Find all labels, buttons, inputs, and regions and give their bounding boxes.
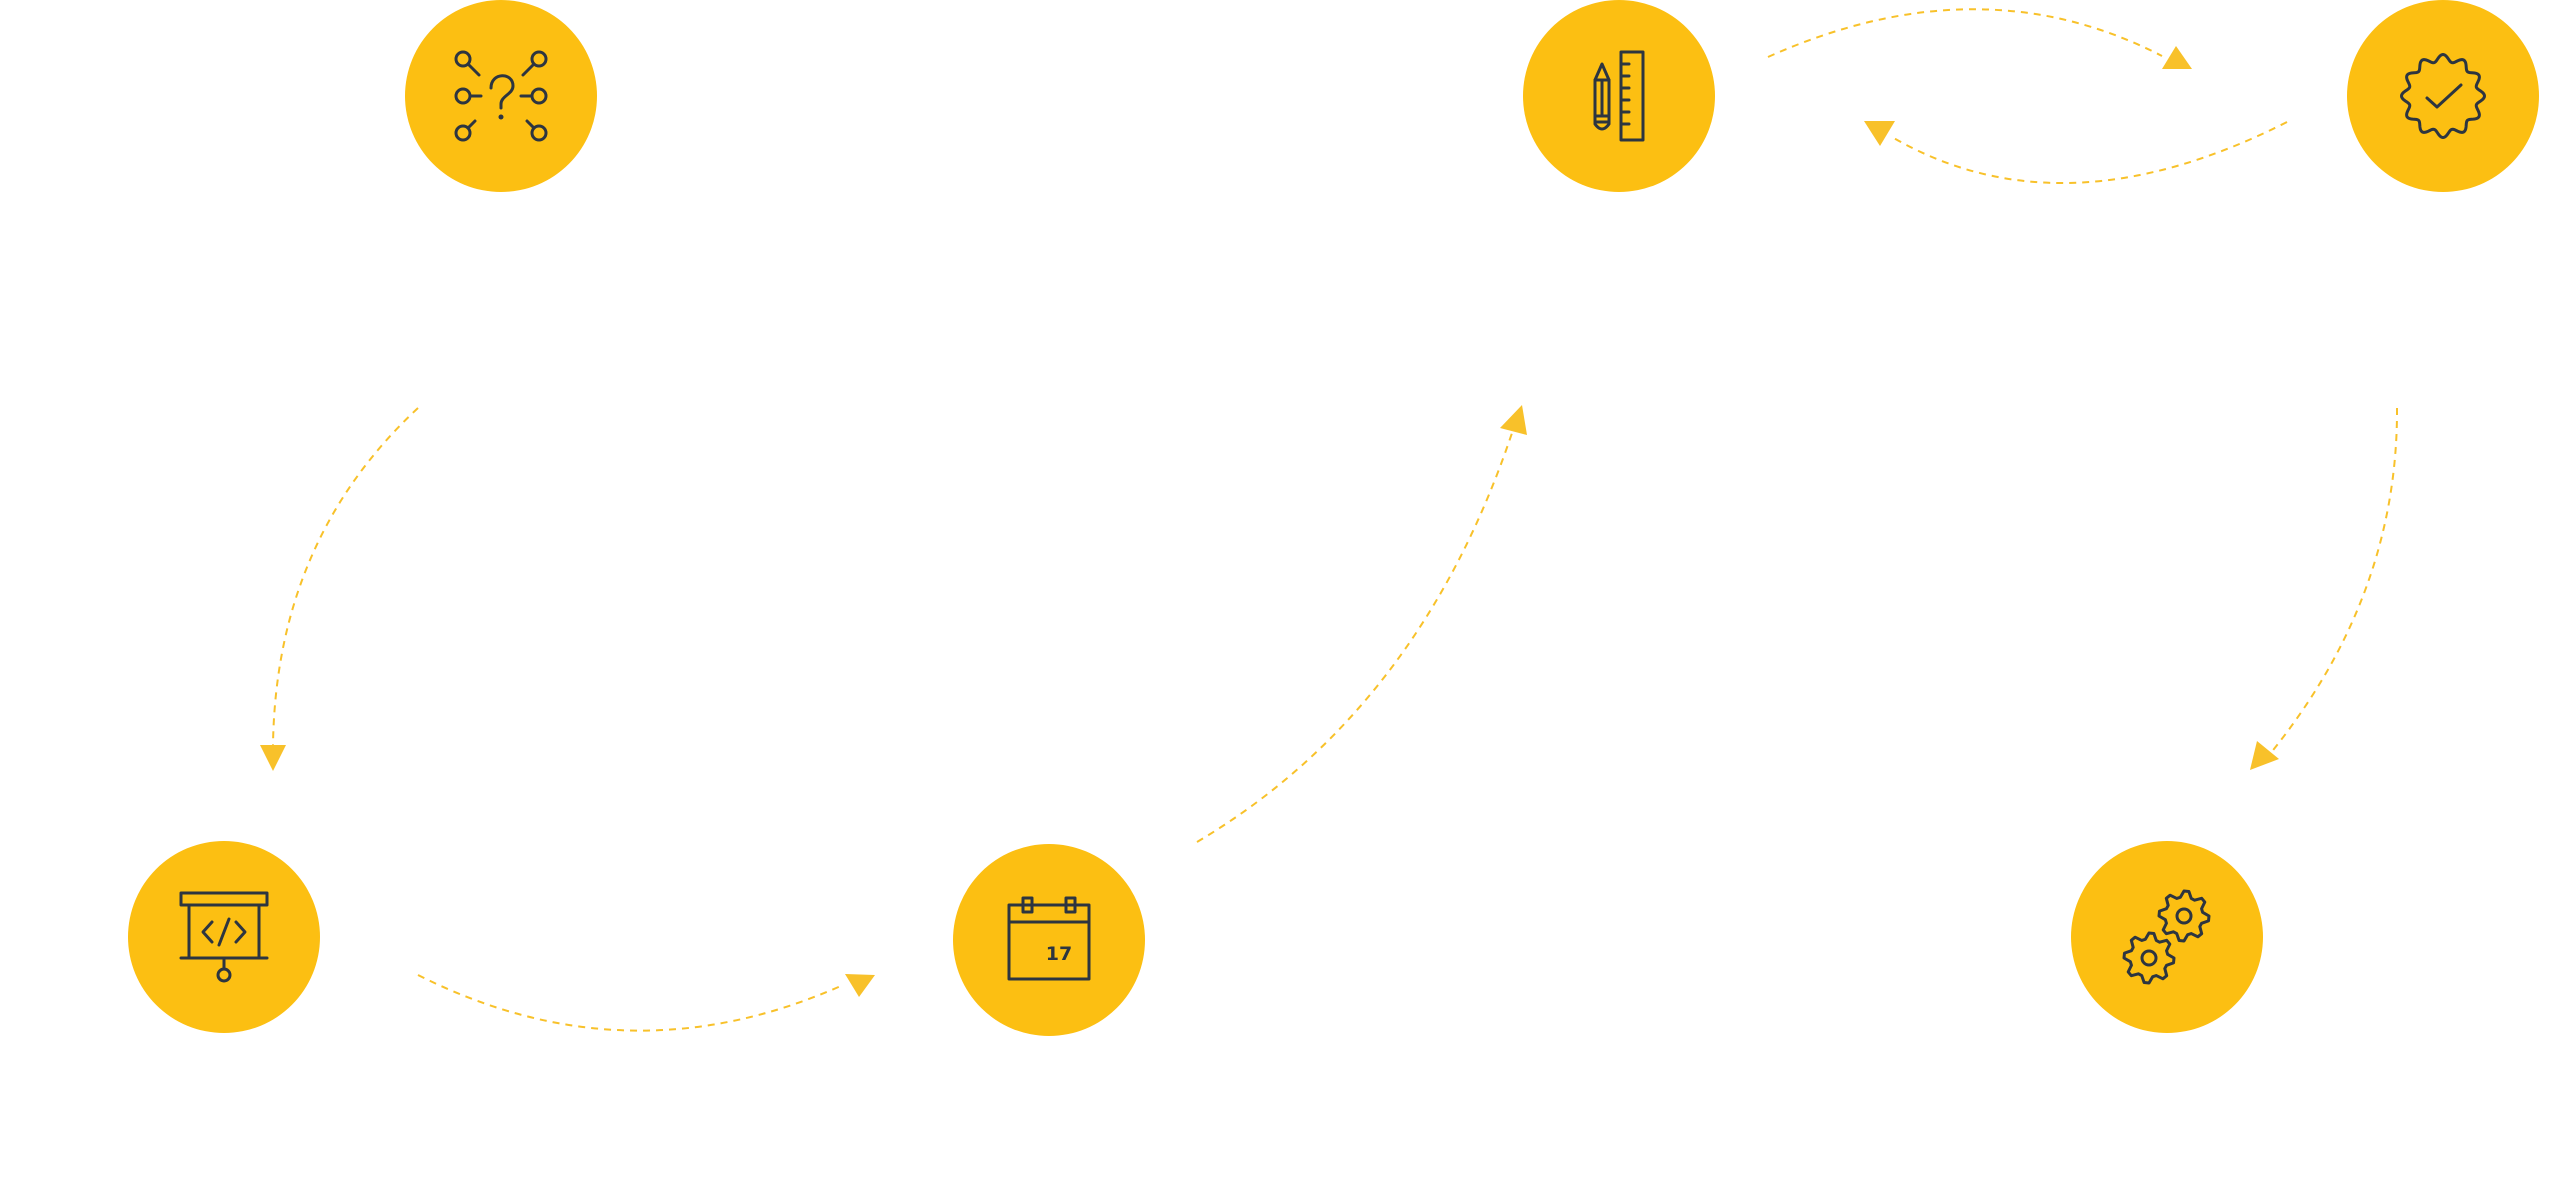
connector-line [1891, 121, 2288, 184]
node-circle [405, 0, 597, 192]
node-circle [2347, 0, 2539, 192]
arrowhead [1500, 405, 1527, 435]
connector-line [1767, 8, 2163, 58]
arrowhead [1864, 121, 1895, 146]
gears-icon [2122, 889, 2211, 985]
connector-presentation-to-schedule [417, 974, 875, 1032]
pencil-ruler-icon [1593, 50, 1645, 142]
arrowhead [2250, 741, 2279, 770]
arrowhead [2162, 46, 2192, 69]
node-design [1523, 0, 1715, 192]
calendar-icon [1007, 896, 1091, 981]
connector-research-to-presentation [260, 407, 419, 771]
connector-design-to-approval [1767, 8, 2192, 69]
node-development [2071, 841, 2263, 1033]
checkmark-badge-icon [2400, 53, 2486, 139]
question-network-icon [454, 50, 548, 142]
node-presentation [128, 841, 320, 1033]
code-presentation-board-icon [179, 891, 269, 983]
connector-approval-to-design [1864, 121, 2288, 184]
arrowhead [845, 974, 875, 997]
connector-line [1196, 429, 1514, 843]
connector-approval-to-development [2250, 407, 2399, 770]
calendar-day-label: 17 [1046, 943, 1072, 965]
node-schedule: 17 [953, 844, 1145, 1036]
node-circle [128, 841, 320, 1033]
arrowhead [260, 745, 286, 771]
node-approval [2347, 0, 2539, 192]
connector-schedule-to-design [1196, 405, 1527, 843]
node-circle [953, 844, 1145, 1036]
node-circle [2071, 841, 2263, 1033]
node-research [405, 0, 597, 192]
connector-line [2264, 407, 2399, 761]
connector-line [417, 974, 844, 1032]
connector-line [272, 407, 419, 746]
node-circle [1523, 0, 1715, 192]
